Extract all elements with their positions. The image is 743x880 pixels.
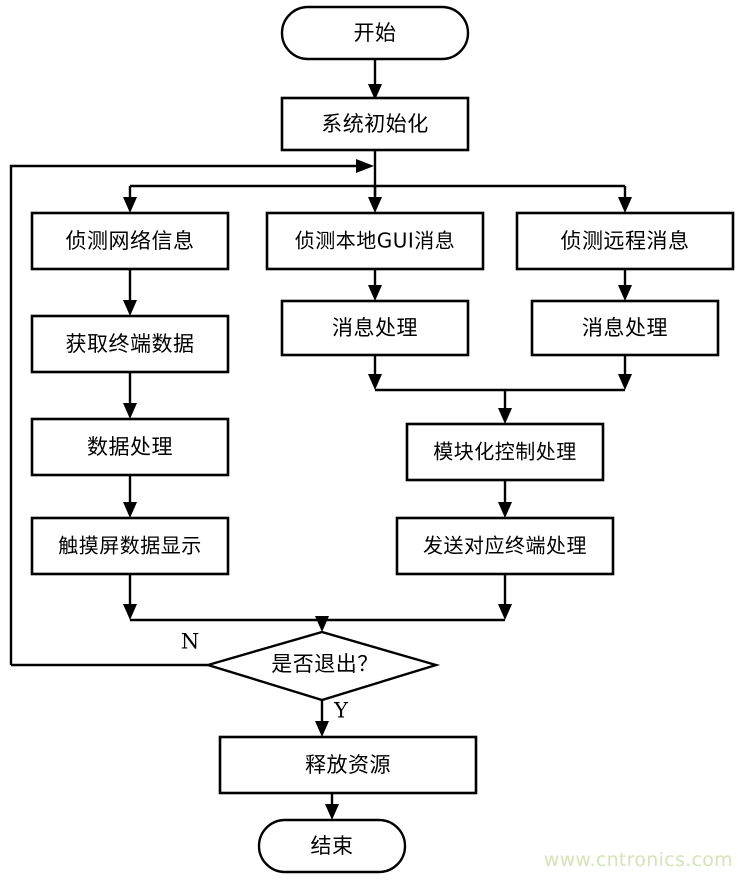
node-start-shape [280,5,470,61]
node-start[interactable]: 开始 [280,5,470,61]
arrowhead-start-to-init [368,84,382,100]
node-detect-network-label: 侦测网络信息 [66,229,195,253]
node-end-label: 结束 [311,834,354,858]
arrowhead-modulectrl-to-sendterm [498,502,512,518]
arrowhead-gui-to-msgproc [368,285,382,301]
node-data-process-shape [30,417,230,477]
connectors-group [9,59,632,820]
node-modular-control-shape [405,422,605,482]
branch-label-no: N [181,630,199,654]
node-release-resources-shape [218,735,478,795]
arrowhead-decision-yes [315,721,329,737]
node-message-process-gui-label: 消息处理 [332,316,418,340]
node-message-process-gui-shape [280,299,470,357]
node-send-to-terminal-shape [395,516,615,576]
node-send-to-terminal[interactable]: 发送对应终端处理 [395,516,615,576]
arrowhead-touch-to-merge [123,604,137,620]
node-end[interactable]: 结束 [257,818,407,874]
node-send-to-terminal-label: 发送对应终端处理 [423,534,587,558]
arrowhead-msgprocrem-down [618,374,632,390]
node-detect-network-shape [30,211,230,271]
arrowhead-net-to-getterm [123,300,137,316]
node-detect-local-gui-shape [265,211,485,271]
node-detect-local-gui[interactable]: 侦测本地GUI消息 [265,211,485,271]
arrowhead-fanout-middle [368,197,382,213]
node-get-terminal-data[interactable]: 获取终端数据 [30,314,230,374]
node-detect-local-gui-label: 侦测本地GUI消息 [295,229,456,253]
arrowhead-fanout-left [123,197,137,213]
node-system-init-shape [280,96,470,152]
node-modular-control-label: 模块化控制处理 [433,440,577,464]
arrowhead-merge-to-modulectrl [498,408,512,424]
node-data-process-label: 数据处理 [87,435,173,459]
node-detect-remote-label: 侦测远程消息 [561,229,690,253]
arrowhead-fanout-right [618,197,632,213]
node-system-init-label: 系统初始化 [321,112,429,136]
node-detect-remote[interactable]: 侦测远程消息 [515,211,735,271]
node-modular-control[interactable]: 模块化控制处理 [405,422,605,482]
arrowhead-msgprocgui-down [368,374,382,390]
node-message-process-remote-shape [530,299,720,357]
node-system-init[interactable]: 系统初始化 [280,96,470,152]
node-release-resources[interactable]: 释放资源 [218,735,478,795]
node-release-resources-label: 释放资源 [305,753,391,777]
node-get-terminal-data-shape [30,314,230,374]
node-data-process[interactable]: 数据处理 [30,417,230,477]
edge-loopback-rail [9,164,358,665]
node-touchscreen-display-shape [30,516,230,576]
node-get-terminal-data-label: 获取终端数据 [66,332,195,356]
node-message-process-remote[interactable]: 消息处理 [530,299,720,357]
node-end-shape [257,818,407,874]
node-message-process-gui[interactable]: 消息处理 [280,299,470,357]
node-detect-network[interactable]: 侦测网络信息 [30,211,230,271]
arrowhead-getterm-to-dataproc [123,403,137,419]
node-start-label: 开始 [354,21,397,45]
node-exit-decision-label: 是否退出？ [271,652,379,676]
node-exit-decision[interactable]: 是否退出？ [203,630,441,702]
watermark-label: www.cntronics.com [544,849,733,871]
branch-label-yes: Y [333,699,349,723]
node-exit-decision-shape [203,630,441,702]
arrowhead-release-to-end [325,804,339,820]
node-detect-remote-shape [515,211,735,271]
arrowhead-remote-to-msgproc [618,285,632,301]
arrowhead-merge-to-decision [315,616,329,632]
arrowhead-sendterm-to-merge [498,604,512,620]
arrowhead-dataproc-to-touch [123,502,137,518]
arrowhead-loopback [356,159,374,173]
node-touchscreen-display[interactable]: 触摸屏数据显示 [30,516,230,576]
node-message-process-remote-label: 消息处理 [582,316,668,340]
node-touchscreen-display-label: 触摸屏数据显示 [58,534,202,558]
